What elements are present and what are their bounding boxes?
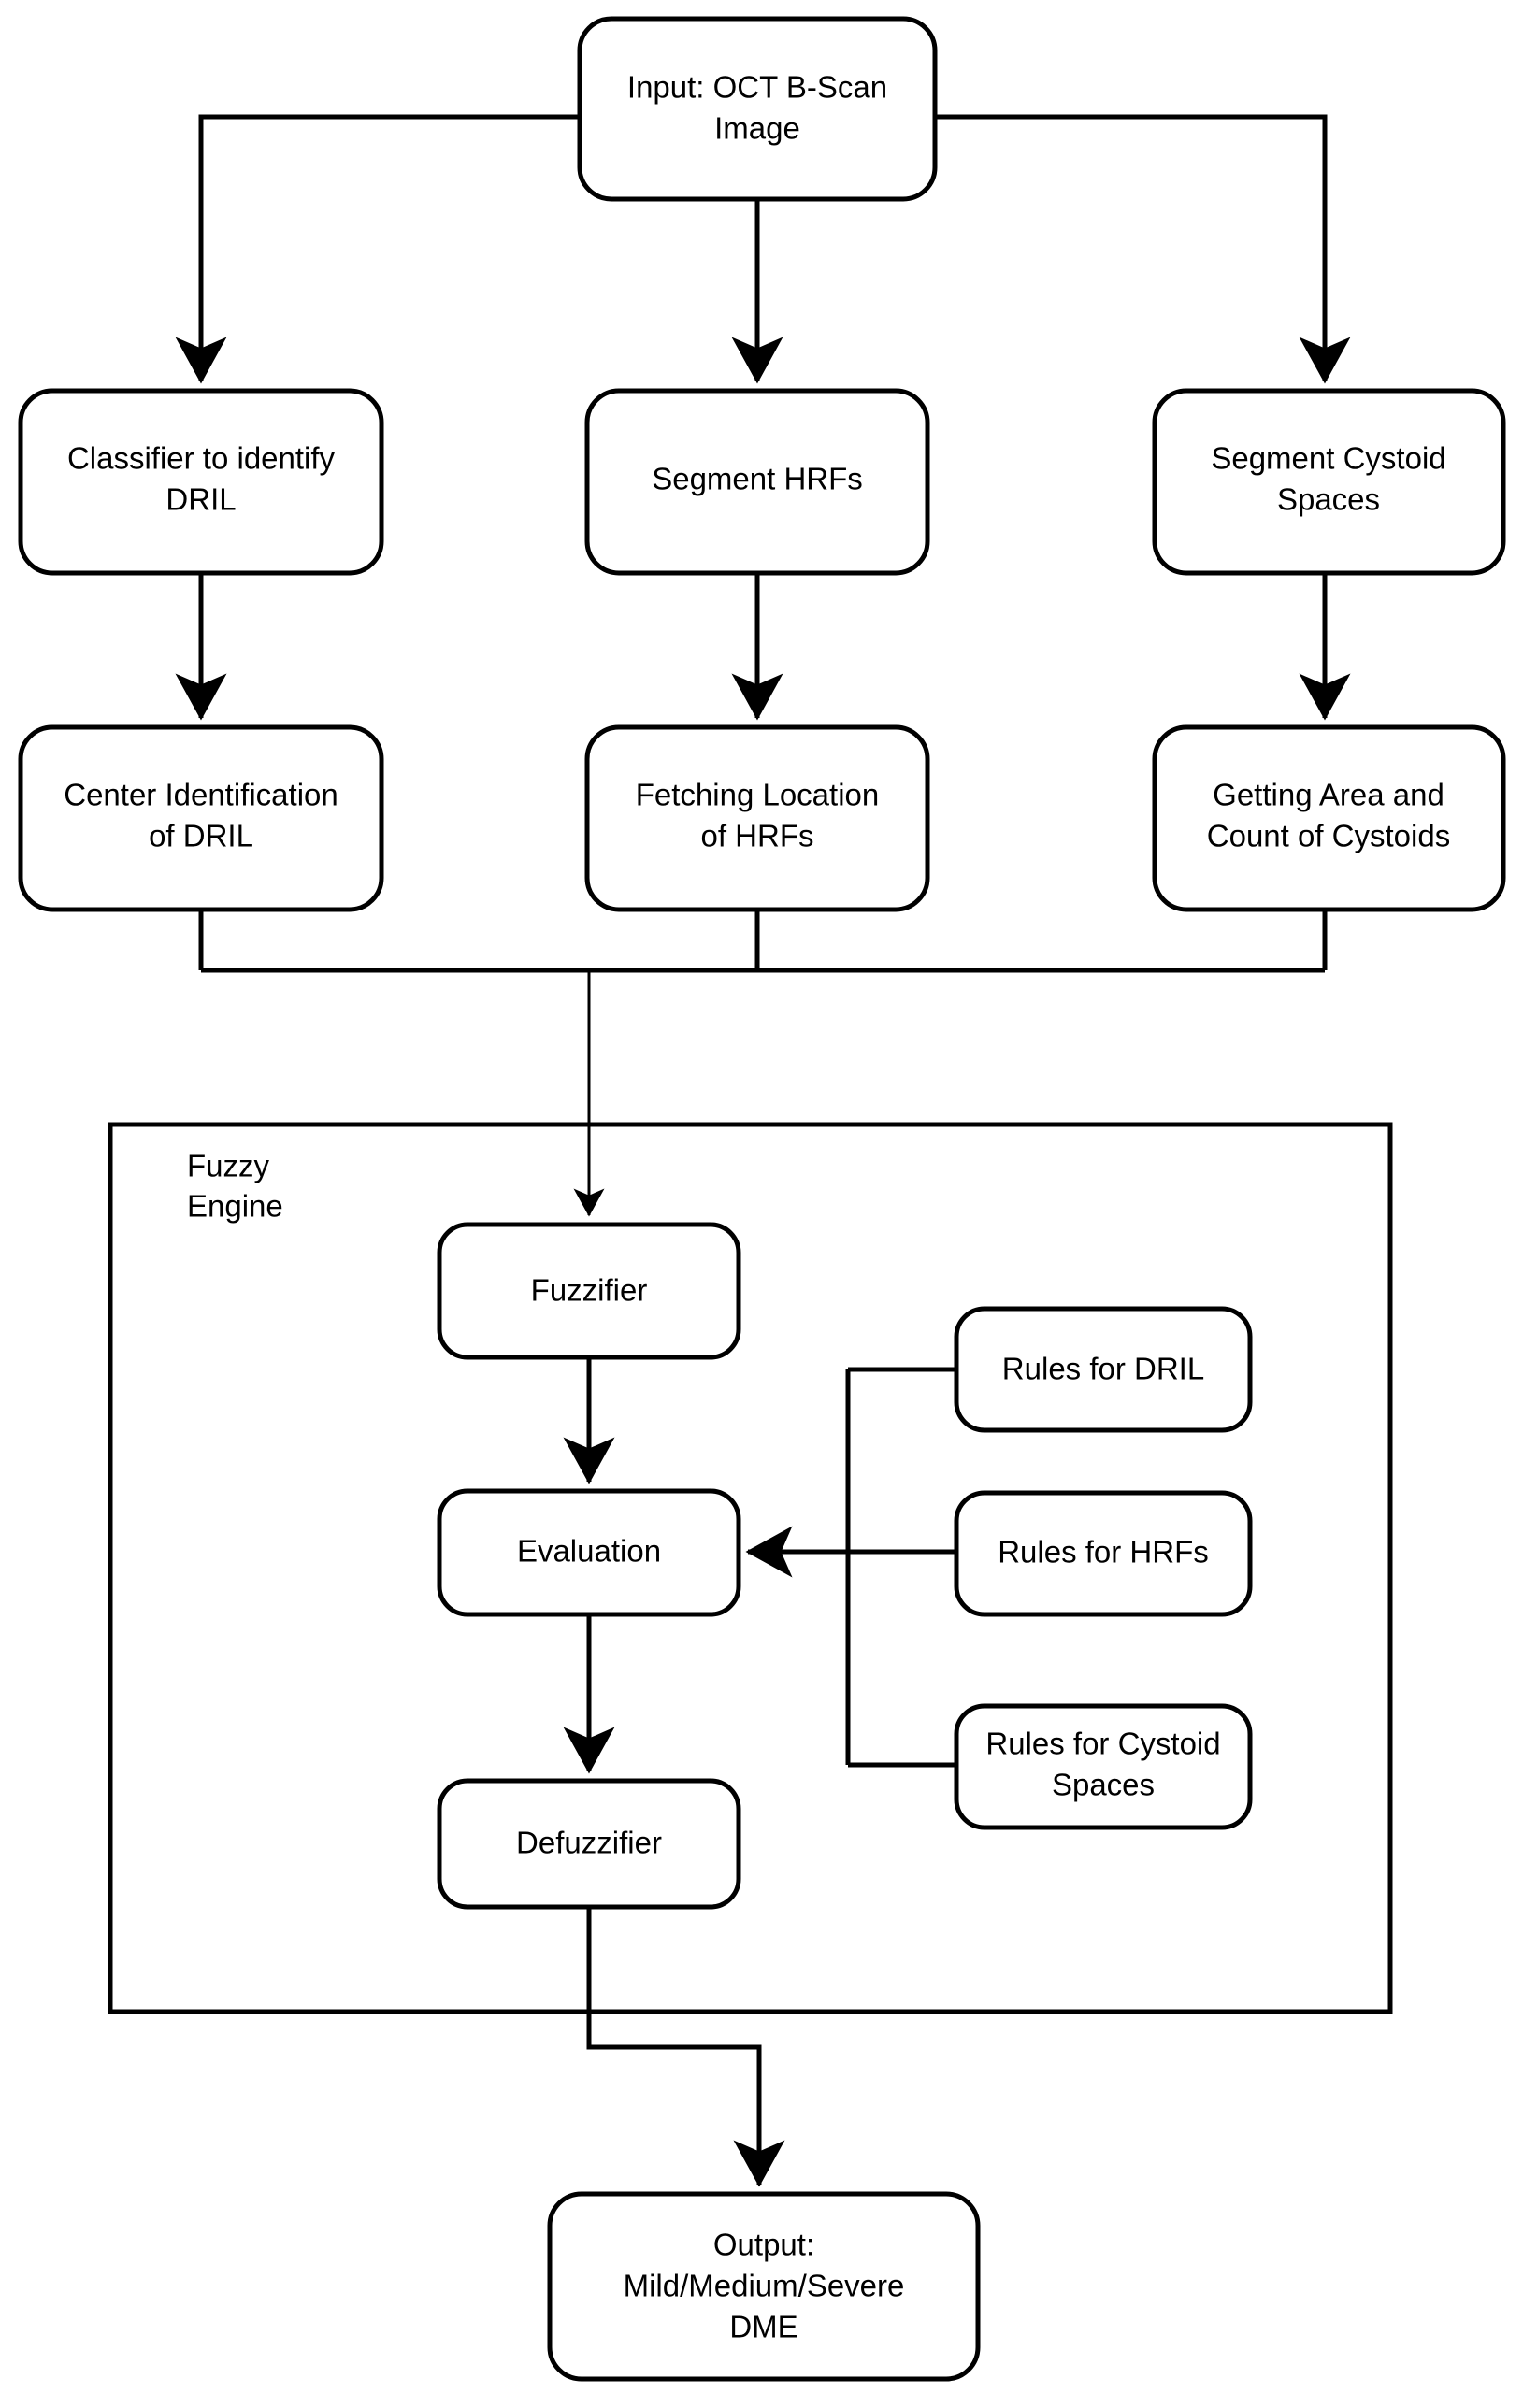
node-area-cystoids-line2: Count of Cystoids <box>1207 819 1450 853</box>
node-area-cystoids-rect[interactable] <box>1152 724 1506 912</box>
node-input[interactable]: Input: OCT B-Scan Image <box>577 16 938 202</box>
node-segment-cystoid-rect[interactable] <box>1152 388 1506 576</box>
node-rules-cystoid-line2: Spaces <box>1052 1768 1155 1802</box>
edge-input-to-classifier <box>175 114 580 384</box>
node-fetch-hrfs-rect[interactable] <box>584 724 930 912</box>
node-evaluation-rect[interactable] <box>437 1488 741 1617</box>
node-rules-cystoid-rect[interactable] <box>954 1703 1253 1830</box>
node-classifier-dril[interactable]: Classifier to identify DRIL <box>18 388 384 576</box>
node-segment-hrfs-rect[interactable] <box>584 388 930 576</box>
node-input-rect[interactable] <box>577 16 938 202</box>
node-fetch-hrfs-line2: of HRFs <box>700 819 813 853</box>
node-rules-dril[interactable]: Rules for DRIL <box>954 1306 1253 1433</box>
node-evaluation-line1: Evaluation <box>517 1534 661 1569</box>
node-rules-hrfs-line1: Rules for HRFs <box>998 1535 1209 1570</box>
node-area-cystoids[interactable]: Getting Area and Count of Cystoids <box>1152 724 1506 912</box>
node-rules-cystoid[interactable]: Rules for Cystoid Spaces <box>954 1703 1253 1830</box>
node-center-dril-line2: of DRIL <box>149 819 253 853</box>
node-defuzzifier-rect[interactable] <box>437 1778 741 1910</box>
node-defuzzifier-line1: Defuzzifier <box>516 1826 662 1860</box>
node-evaluation[interactable]: Evaluation <box>437 1488 741 1617</box>
node-output-rect[interactable] <box>547 2191 981 2382</box>
node-segment-cystoid[interactable]: Segment Cystoid Spaces <box>1152 388 1506 576</box>
node-fetch-hrfs[interactable]: Fetching Location of HRFs <box>584 724 930 912</box>
node-rules-cystoid-line1: Rules for Cystoid <box>985 1727 1220 1761</box>
node-input-line1: Input: OCT B-Scan <box>627 70 887 105</box>
node-segment-hrfs-line1: Segment HRFs <box>652 462 863 496</box>
node-input-line2: Image <box>714 111 800 146</box>
fuzzy-engine-label-line2: Engine <box>187 1189 283 1224</box>
node-fuzzifier-rect[interactable] <box>437 1222 741 1360</box>
node-fuzzifier-line1: Fuzzifier <box>531 1273 648 1308</box>
node-area-cystoids-line1: Getting Area and <box>1213 778 1444 812</box>
node-classifier-dril-rect[interactable] <box>18 388 384 576</box>
edge-defuzzifier-to-output <box>586 1905 785 2187</box>
fuzzy-engine-label-line1: Fuzzy <box>187 1149 270 1183</box>
node-fuzzifier[interactable]: Fuzzifier <box>437 1222 741 1360</box>
node-segment-cystoid-line2: Spaces <box>1277 482 1380 517</box>
node-classifier-dril-line1: Classifier to identify <box>67 441 336 476</box>
node-center-dril-rect[interactable] <box>18 724 384 912</box>
node-center-dril[interactable]: Center Identification of DRIL <box>18 724 384 912</box>
node-segment-hrfs[interactable]: Segment HRFs <box>584 388 930 576</box>
node-output-line2: Mild/Medium/Severe <box>624 2269 905 2303</box>
node-output[interactable]: Output: Mild/Medium/Severe DME <box>547 2191 981 2382</box>
node-rules-dril-rect[interactable] <box>954 1306 1253 1433</box>
edge-input-to-segment-cystoid <box>935 114 1351 384</box>
node-classifier-dril-line2: DRIL <box>165 482 236 517</box>
node-output-line3: DME <box>729 2310 797 2344</box>
node-fetch-hrfs-line1: Fetching Location <box>636 778 880 812</box>
node-rules-hrfs[interactable]: Rules for HRFs <box>954 1490 1253 1617</box>
node-defuzzifier[interactable]: Defuzzifier <box>437 1778 741 1910</box>
node-center-dril-line1: Center Identification <box>64 778 338 812</box>
node-segment-cystoid-line1: Segment Cystoid <box>1211 441 1445 476</box>
node-output-line1: Output: <box>713 2228 814 2262</box>
node-rules-hrfs-rect[interactable] <box>954 1490 1253 1617</box>
fuzzy-engine-container <box>108 1122 1393 2014</box>
node-rules-dril-line1: Rules for DRIL <box>1002 1352 1204 1386</box>
